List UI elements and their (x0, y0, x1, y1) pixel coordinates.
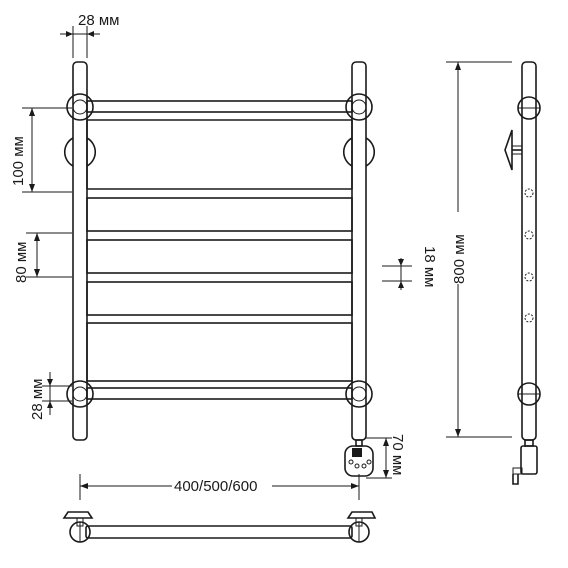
rail-1 (86, 197, 353, 232)
dim-pipe-width-top (60, 26, 100, 58)
label-bottom-pipe: 28 мм (29, 379, 46, 420)
label-rail-thickness: 18 мм (421, 246, 438, 287)
bottom-horizontal-pipe (86, 387, 353, 400)
joint-bottom-left (66, 380, 94, 408)
rail-2 (86, 239, 353, 274)
dim-rail-spacing (26, 232, 72, 278)
top-view (62, 511, 377, 543)
joint-top-left (66, 93, 94, 121)
rail-4 (86, 322, 353, 382)
wall-mount-left (64, 137, 96, 167)
label-top-spacing: 100 мм (10, 136, 27, 186)
heater-display-icon (352, 448, 362, 457)
dim-rail-thickness (382, 258, 412, 290)
joint-top-right (345, 93, 373, 121)
side-view (504, 61, 541, 485)
heater-unit (344, 439, 374, 477)
wall-mount-right (343, 137, 375, 167)
dim-bottom-pipe (42, 372, 72, 415)
label-heater-height: 70 мм (389, 434, 406, 475)
dim-top-spacing (22, 107, 72, 193)
label-rail-spacing: 80 мм (13, 242, 30, 283)
label-pipe-width-top: 28 мм (78, 12, 119, 29)
top-horizontal-pipe (86, 100, 353, 113)
inner-rails (86, 119, 353, 382)
dim-heater-height (366, 437, 392, 479)
rail-3 (86, 281, 353, 316)
label-overall-height: 800 мм (451, 234, 468, 284)
joint-bottom-right (345, 380, 373, 408)
label-width-options: 400/500/600 (174, 478, 257, 495)
